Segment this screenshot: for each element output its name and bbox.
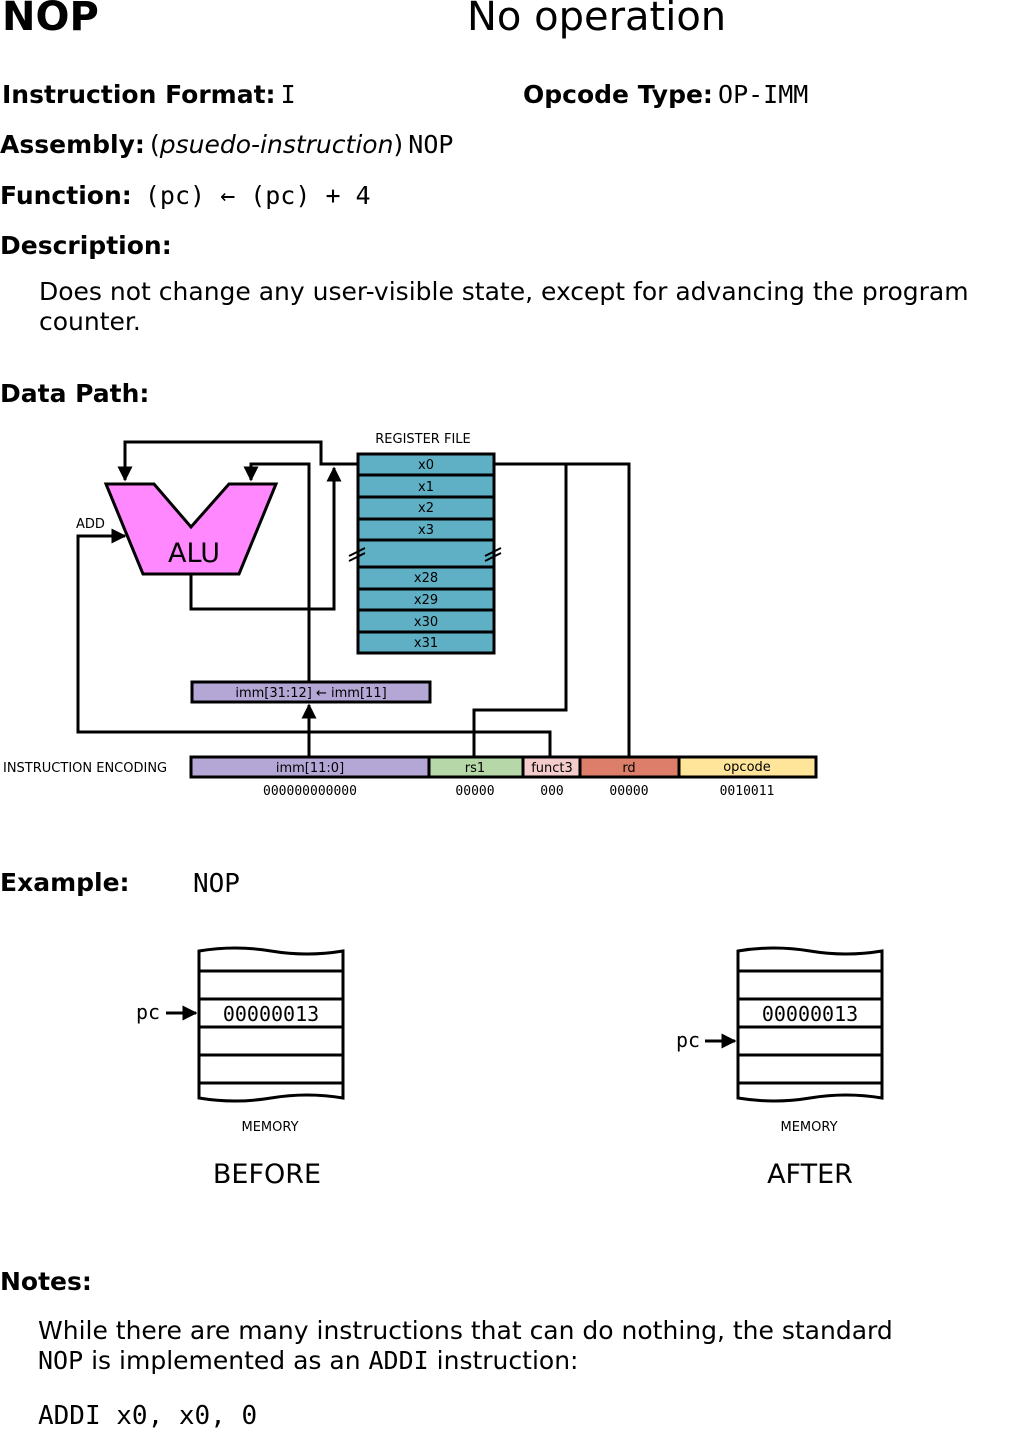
encoding-field-rd-name: rd (622, 761, 635, 776)
encoding-bits-rs1: 00000 (455, 784, 494, 799)
register-file: x0 x1 x2 x3 x28 x29 x30 x31 (348, 452, 502, 655)
memory-before-word: 00000013 (223, 1002, 319, 1026)
notes-code-addi: ADDI (368, 1346, 429, 1375)
datapath-label: Data Path: (0, 379, 150, 408)
description-label: Description: (0, 231, 172, 260)
memory-before-caption: BEFORE (213, 1159, 321, 1190)
memory-before-pc-label: pc (136, 1000, 160, 1024)
register-x0-label: x0 (418, 458, 434, 473)
instruction-name: No operation (467, 0, 727, 40)
notes-line2: NOP is implemented as an ADDI instructio… (38, 1346, 578, 1375)
encoding-field-opcode-name: opcode (723, 760, 771, 775)
encoding-label: INSTRUCTION ENCODING (3, 761, 167, 776)
wire-imm-to-alu (243, 462, 311, 681)
alu-label: ALU (168, 538, 220, 569)
register-x29-label: x29 (414, 593, 438, 608)
register-x1-label: x1 (418, 480, 434, 495)
memory-diagrams: 00000013 pc MEMORY BEFORE 00000013 pc ME… (136, 946, 884, 1190)
assembly-open-paren: ( (149, 130, 160, 159)
assembly-value: NOP (408, 130, 454, 159)
format-label: Instruction Format: (2, 80, 276, 109)
format-row: Instruction Format: I (2, 80, 296, 109)
notes-line1: While there are many instructions that c… (38, 1316, 893, 1345)
wire-rs1-to-alu (117, 440, 358, 482)
encoding-field-funct3-name: funct3 (531, 761, 573, 776)
register-break-marks (348, 547, 502, 562)
register-gap (356, 538, 496, 569)
register-x31 (356, 630, 496, 655)
opcode-type-row: Opcode Type: OP-IMM (523, 80, 808, 109)
function-value: (pc) ← (pc) + 4 (144, 181, 371, 210)
opcode-type-label: Opcode Type: (523, 80, 713, 109)
alu-op-label: ADD (76, 517, 105, 532)
register-x28-label: x28 (414, 571, 438, 586)
encoding-bits-rd: 00000 (609, 784, 648, 799)
function-label: Function: (0, 181, 132, 210)
instruction-encoding: imm[11:0] rs1 funct3 rd opcode 000000000… (189, 755, 818, 799)
function-row: Function: (pc) ← (pc) + 4 (0, 181, 371, 210)
wire-funct3-to-alu (76, 528, 552, 757)
memory-after: 00000013 pc MEMORY AFTER (676, 946, 884, 1190)
assembly-row: Assembly: (psuedo-instruction) NOP (0, 130, 453, 159)
register-file-title: REGISTER FILE (375, 432, 471, 447)
example-label: Example: (0, 868, 130, 897)
encoding-bits-funct3: 000 (540, 784, 563, 799)
sign-extend-label: imm[31:12] ← imm[11] (235, 686, 386, 701)
memory-after-label: MEMORY (780, 1120, 837, 1135)
example-value: NOP (193, 869, 240, 899)
register-x31-label: x31 (414, 636, 438, 651)
assembly-close-paren: ) (393, 130, 404, 159)
memory-after-word: 00000013 (762, 1002, 858, 1026)
memory-before-body (197, 946, 345, 1103)
notes-code-example: ADDI x0, x0, 0 (38, 1401, 258, 1431)
encoding-field-rs1-name: rs1 (465, 761, 485, 776)
memory-after-caption: AFTER (767, 1159, 853, 1190)
description-text: Does not change any user-visible state, … (39, 277, 969, 336)
opcode-type-value: OP-IMM (718, 80, 809, 109)
datapath-diagram: ALU ADD REGISTER FILE x0 x1 x2 x3 x28 x2… (3, 432, 818, 799)
wire-rd-field (566, 462, 631, 757)
encoding-field-imm-name: imm[11:0] (276, 761, 344, 776)
instruction-mnemonic: NOP (2, 0, 99, 40)
wire-alu-to-regfile (189, 466, 342, 611)
notes-label: Notes: (0, 1267, 92, 1296)
memory-before: 00000013 pc MEMORY BEFORE (136, 946, 345, 1190)
memory-after-body (736, 946, 884, 1103)
register-x2-label: x2 (418, 501, 434, 516)
register-x30-label: x30 (414, 615, 438, 630)
memory-after-pc-label: pc (676, 1028, 700, 1052)
encoding-bits-imm: 000000000000 (263, 784, 357, 799)
format-value: I (280, 80, 296, 109)
encoding-field-opcode (677, 755, 818, 779)
alu-shape (103, 482, 279, 576)
register-x3-label: x3 (418, 523, 434, 538)
sign-extend-box (190, 680, 432, 704)
assembly-note: psuedo-instruction (159, 130, 394, 159)
wire-rs1-field (472, 462, 568, 757)
notes-line2-mid: is implemented as an (83, 1346, 369, 1375)
notes-line2-end: instruction: (428, 1346, 579, 1375)
encoding-bits-opcode: 0010011 (720, 784, 775, 799)
notes-code-nop: NOP (38, 1346, 84, 1375)
memory-before-label: MEMORY (241, 1120, 298, 1135)
assembly-label: Assembly: (0, 130, 145, 159)
